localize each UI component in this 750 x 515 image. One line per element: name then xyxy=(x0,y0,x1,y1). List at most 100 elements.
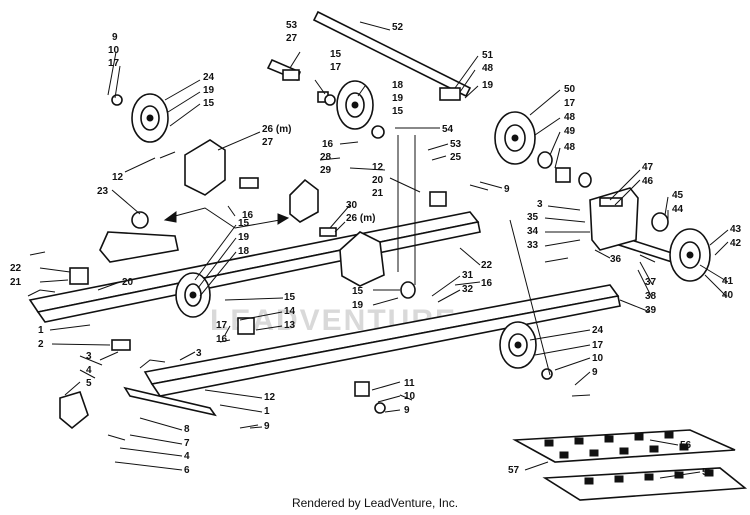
callout-9-low: 9 xyxy=(592,367,598,378)
callout-10-low: 10 xyxy=(592,353,604,364)
callout-32: 32 xyxy=(462,284,474,295)
callout-34: 34 xyxy=(527,226,539,237)
stop-block-mid xyxy=(429,191,447,207)
callout-19: 19 xyxy=(203,85,215,96)
callout-47: 47 xyxy=(642,162,654,173)
stop-block-left xyxy=(69,267,89,285)
callout-6: 6 xyxy=(184,465,190,476)
shock-mount xyxy=(237,317,255,335)
callout-17-right: 17 xyxy=(564,98,576,109)
callout-52: 52 xyxy=(392,22,404,33)
idler-wheel-lower-right xyxy=(499,321,537,369)
front-arm xyxy=(99,211,179,263)
slide-wear-strip xyxy=(123,386,217,417)
callout-16-mid: 16 xyxy=(322,139,334,150)
bolts xyxy=(29,151,656,441)
callout-12-mid: 12 xyxy=(372,162,384,173)
callout-3-left: 3 xyxy=(196,348,202,359)
callout-19-low: 19 xyxy=(352,300,364,311)
callout-17-top: 17 xyxy=(330,62,342,73)
callout-18-left: 18 xyxy=(238,246,250,257)
callout-48-low: 48 xyxy=(564,142,576,153)
callout-19-right: 19 xyxy=(482,80,494,91)
callout-49: 49 xyxy=(564,126,576,137)
track-section-lower xyxy=(542,467,748,501)
callout-15: 15 xyxy=(203,98,215,109)
callout-15-mid: 15 xyxy=(392,106,404,117)
idler-wheel-upper-left xyxy=(131,93,169,143)
callout-40: 40 xyxy=(722,290,734,301)
footer-credit: Rendered by LeadVenture, Inc. xyxy=(291,496,459,510)
callout-18: 18 xyxy=(392,80,404,91)
callout-9-mid: 9 xyxy=(504,184,510,195)
callout-39: 39 xyxy=(645,305,657,316)
callout-2: 2 xyxy=(38,339,44,350)
assembly-direction-arrow xyxy=(163,207,290,229)
callout-41: 41 xyxy=(722,276,734,287)
callout-10-bottom: 10 xyxy=(404,391,416,402)
callout-46: 46 xyxy=(642,176,654,187)
callout-28: 28 xyxy=(320,152,332,163)
callout-12-low: 12 xyxy=(264,392,276,403)
callout-35: 35 xyxy=(527,212,539,223)
callout-17-low: 17 xyxy=(592,340,604,351)
callout-8: 8 xyxy=(184,424,190,435)
rear-bracket-plate xyxy=(589,187,639,251)
callout-53-mid: 53 xyxy=(450,139,462,150)
callout-16-left: 16 xyxy=(216,334,228,345)
callout-15-left: 15 xyxy=(238,218,250,229)
callout-17: 17 xyxy=(108,58,120,69)
callout-20-left: 20 xyxy=(122,277,134,288)
callout-48-right: 48 xyxy=(564,112,576,123)
callout-27-top: 27 xyxy=(286,33,298,44)
callout-1-low: 1 xyxy=(264,406,270,417)
pivot-bracket-center xyxy=(289,178,319,223)
callout-22-mid: 22 xyxy=(481,260,493,271)
callout-30: 30 xyxy=(346,200,358,211)
callout-26m: 26 (m) xyxy=(262,124,291,135)
callout-50: 50 xyxy=(564,84,576,95)
callout-37: 37 xyxy=(645,277,657,288)
callout-9-bottom: 9 xyxy=(264,421,270,432)
callout-23: 23 xyxy=(97,186,109,197)
callout-27: 27 xyxy=(262,137,274,148)
callout-26m-mid: 26 (m) xyxy=(346,213,375,224)
pivot-bracket-left xyxy=(184,139,226,196)
callout-15-top: 15 xyxy=(330,49,342,60)
rear-idler-wheel xyxy=(669,228,711,282)
callout-3-right: 3 xyxy=(537,199,543,210)
callout-45: 45 xyxy=(672,190,684,201)
callout-15-right: 15 xyxy=(284,292,296,303)
callout-9-bottom2: 9 xyxy=(404,405,410,416)
callout-15-low: 15 xyxy=(352,286,364,297)
callout-21: 21 xyxy=(372,188,384,199)
reference-lines xyxy=(397,135,551,376)
right-slide-rail xyxy=(139,284,621,397)
track-section-upper xyxy=(512,429,736,463)
callout-17-left: 17 xyxy=(216,320,228,331)
callout-16-low: 16 xyxy=(481,278,493,289)
callout-51: 51 xyxy=(482,50,494,61)
callout-25: 25 xyxy=(450,152,462,163)
callout-57: 57 xyxy=(508,465,520,476)
callout-19-left: 19 xyxy=(238,232,250,243)
callout-43: 43 xyxy=(730,224,742,235)
callout-9: 9 xyxy=(112,32,118,43)
stop-block-low xyxy=(354,381,370,397)
callout-38: 38 xyxy=(645,291,657,302)
callout-56: 56 xyxy=(680,440,692,451)
callout-21-left: 21 xyxy=(10,277,22,288)
callout-42: 42 xyxy=(730,238,742,249)
callout-31: 31 xyxy=(462,270,474,281)
leader-lines xyxy=(39,21,729,479)
pivot-bracket-lower xyxy=(339,231,385,287)
callout-29: 29 xyxy=(320,165,332,176)
callout-12: 12 xyxy=(112,172,124,183)
callout-7: 7 xyxy=(184,438,190,449)
callout-14: 14 xyxy=(284,306,296,317)
callout-20: 20 xyxy=(372,175,384,186)
callout-4-bottom: 4 xyxy=(184,451,190,462)
callout-53: 53 xyxy=(286,20,298,31)
callout-11: 11 xyxy=(404,378,415,389)
